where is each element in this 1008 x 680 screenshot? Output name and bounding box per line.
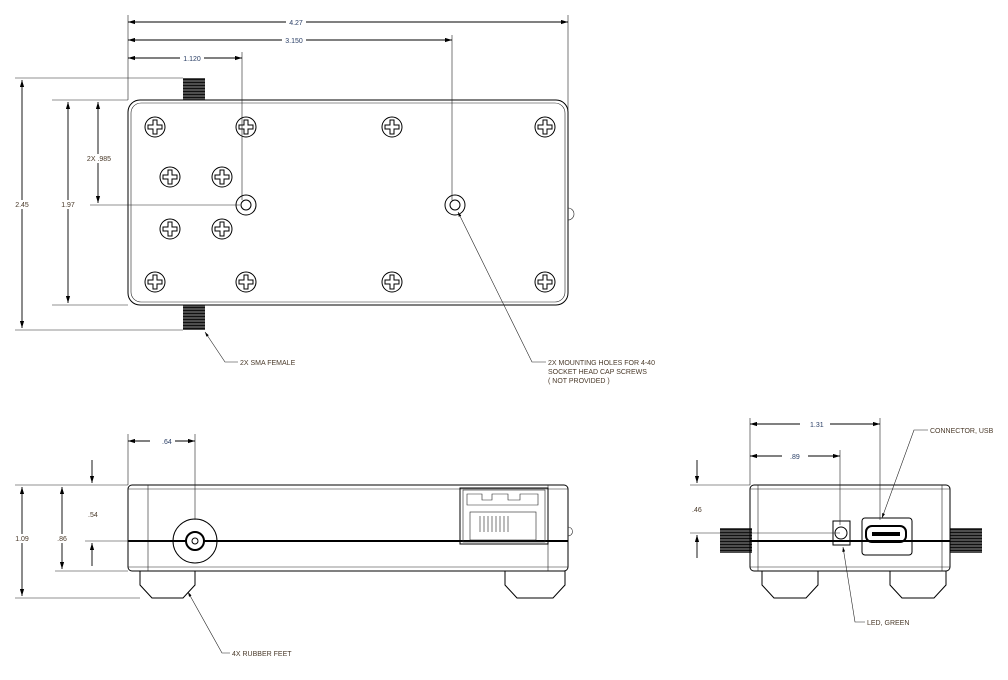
screws	[144, 116, 556, 293]
dim-overall-length: 4.27	[289, 20, 303, 27]
dim-jack-x: .64	[162, 439, 172, 446]
usb-c-connector	[861, 517, 913, 556]
rubber-foot	[889, 570, 947, 599]
callout-mounting-holes-3: ( NOT PROVIDED )	[548, 378, 610, 385]
dim-body-height: 1.97	[61, 202, 75, 209]
side-view: 1.31 .89 .46 LED, GREEN CONNECTOR, USB	[690, 418, 994, 627]
callout-mounting-holes-2: SOCKET HEAD CAP SCREWS	[548, 369, 647, 376]
sma-connector-top	[183, 78, 205, 100]
dim-overall-height: 1.09	[15, 536, 29, 543]
sma-connector-left	[720, 528, 752, 553]
mounting-hole-2	[444, 194, 466, 216]
dim-overall-height: 2.45	[15, 202, 29, 209]
top-view: 4.27 3.150 1.120 2.45 1.97 2X .985 2X SM…	[14, 15, 655, 385]
dim-led-x: .89	[790, 454, 800, 461]
enclosure-top-outline	[127, 99, 569, 306]
callout-led-green: LED, GREEN	[867, 620, 909, 627]
ethernet-rj45-port	[459, 487, 549, 545]
callout-connector-usb: CONNECTOR, USB	[930, 428, 994, 435]
dim-body-height: .86	[57, 536, 67, 543]
dim-led-y: .46	[692, 507, 702, 514]
rubber-foot	[761, 570, 819, 599]
sma-connector-bottom	[183, 305, 205, 330]
dim-jack-y: .54	[88, 512, 98, 519]
callout-mounting-holes-1: 2X MOUNTING HOLES FOR 4-40	[548, 360, 655, 367]
front-view: .64 1.09 .86 .54 4X RUBBER FEET	[14, 434, 573, 658]
dim-hole1-x: 1.120	[183, 56, 201, 63]
dim-hole2-x: 3.150	[285, 38, 303, 45]
rubber-foot	[504, 570, 566, 599]
enclosure-front-outline	[127, 484, 569, 572]
rubber-foot	[139, 570, 196, 599]
sma-connector-right	[950, 528, 982, 553]
dim-hole-y: 2X .985	[87, 156, 111, 163]
enclosure-side-outline	[749, 484, 951, 572]
callout-sma-female: 2X SMA FEMALE	[240, 360, 296, 367]
dim-usb-x: 1.31	[810, 422, 824, 429]
callout-rubber-feet: 4X RUBBER FEET	[232, 651, 292, 658]
